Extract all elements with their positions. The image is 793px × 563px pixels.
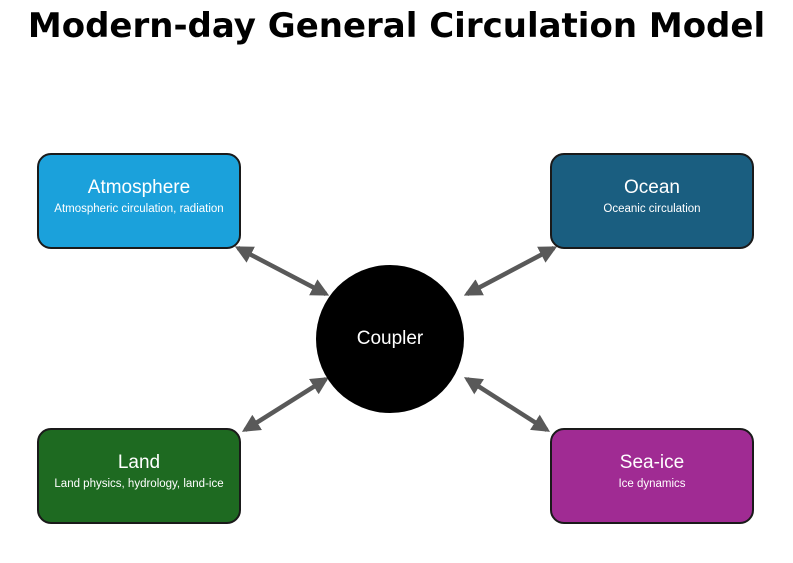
seaice-name: Sea-ice — [619, 452, 685, 473]
land-box: Land Land physics, hydrology, land-ice — [37, 428, 241, 524]
atmosphere-name: Atmosphere — [87, 177, 191, 198]
diagram-title: Modern-day General Circulation Model — [27, 6, 766, 46]
ocean-name: Ocean — [624, 177, 680, 198]
atmosphere-box: Atmosphere Atmospheric circulation, radi… — [37, 153, 241, 249]
atmosphere-description: Atmospheric circulation, radiation — [54, 203, 224, 215]
land-description: Land physics, hydrology, land-ice — [54, 478, 224, 490]
seaice-description: Ice dynamics — [618, 478, 686, 490]
arrow-atmosphere-coupler — [234, 246, 330, 296]
coupler-circle: Coupler — [316, 265, 464, 413]
coupler-label: Coupler — [356, 328, 424, 349]
arrow-ocean-coupler — [463, 246, 558, 296]
arrow-seaice-coupler — [463, 377, 551, 432]
arrow-land-coupler — [241, 377, 330, 432]
ocean-box: Ocean Oceanic circulation — [550, 153, 754, 249]
ocean-description: Oceanic circulation — [603, 203, 701, 215]
seaice-box: Sea-ice Ice dynamics — [550, 428, 754, 524]
land-name: Land — [117, 452, 161, 473]
